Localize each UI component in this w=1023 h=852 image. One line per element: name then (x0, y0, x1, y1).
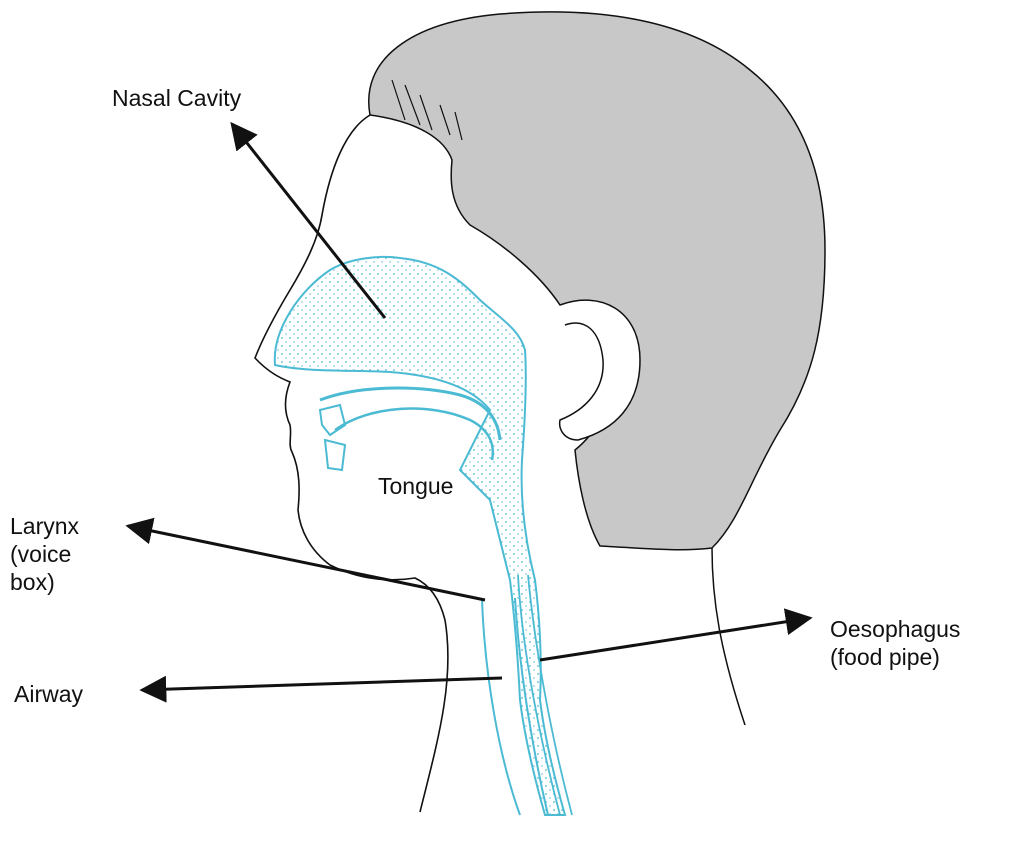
oesophagus-arrow (540, 618, 810, 660)
neck-back (712, 548, 745, 725)
oesophagus-label-line-1: Oesophagus (830, 615, 960, 643)
larynx-label-line-2: (voice (10, 540, 79, 568)
face-profile (255, 115, 448, 812)
larynx-label: Larynx (voice box) (10, 512, 79, 596)
oesophagus-label-line-2: (food pipe) (830, 643, 960, 671)
airway-arrow (142, 678, 502, 690)
airway-label: Airway (14, 680, 83, 708)
larynx-label-line-1: Larynx (10, 512, 79, 540)
oesophagus-label: Oesophagus (food pipe) (830, 615, 960, 671)
larynx-label-line-3: box) (10, 568, 79, 596)
tongue-label: Tongue (378, 472, 453, 500)
teeth-shape (320, 405, 345, 470)
nasal-airway-region (275, 257, 565, 815)
nasal-cavity-label: Nasal Cavity (112, 84, 241, 112)
